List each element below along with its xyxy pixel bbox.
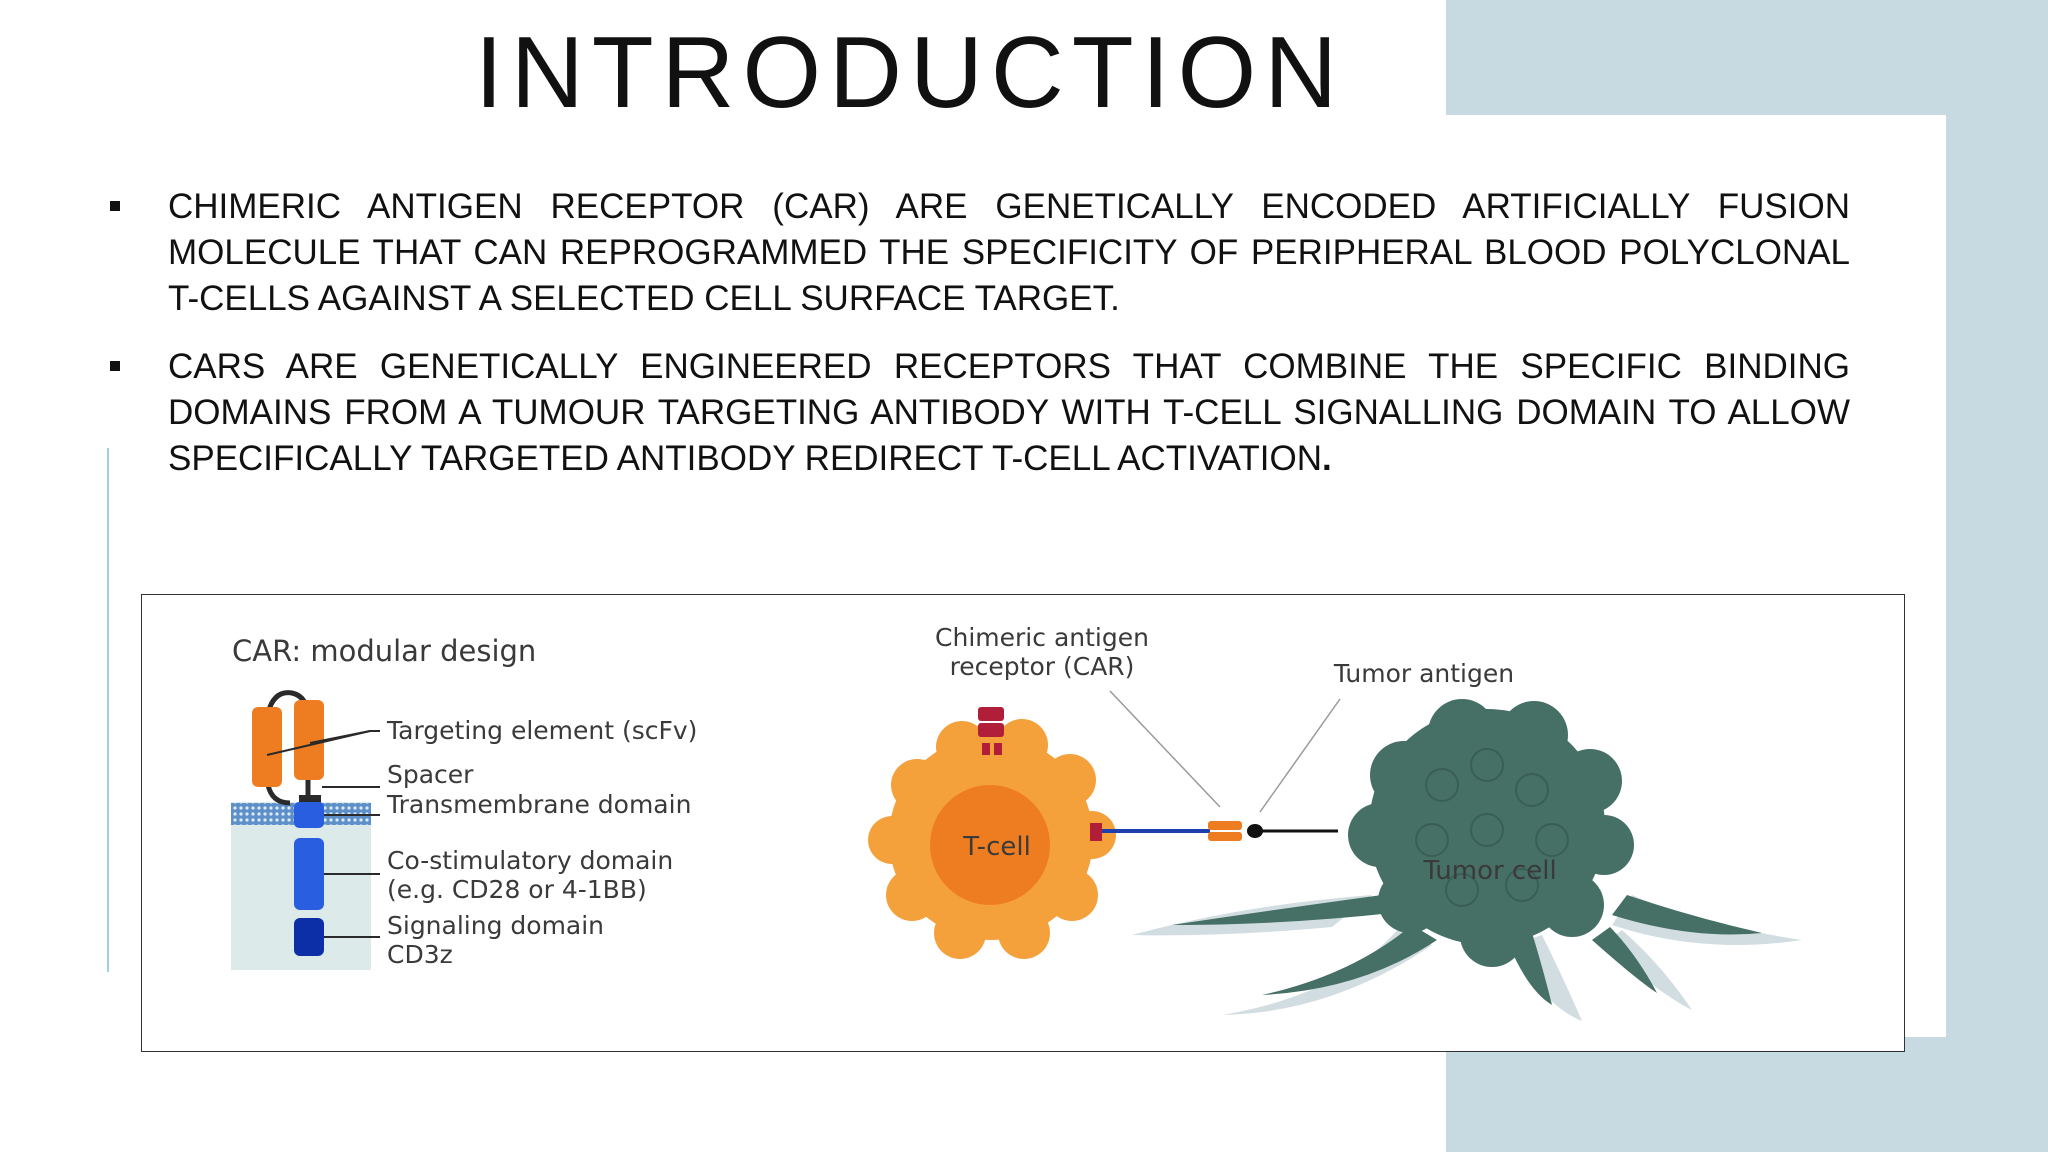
costimulatory-label: Co-stimulatory domain [387,846,673,875]
tumor-cell-label: Tumor cell [1422,856,1556,886]
car-receptor-top [978,707,1004,755]
scfv-light-chain [252,707,282,787]
car-label-line1: Chimeric antigen [935,623,1149,652]
transmembrane-label: Transmembrane domain [386,790,691,819]
signaling-block [294,918,324,956]
bullet-text-2: CARS ARE GENETICALLY ENGINEERED RECEPTOR… [168,344,1850,482]
spacer-label: Spacer [387,760,474,789]
tumor-cell-body [1348,699,1634,967]
tumor-texture [1415,748,1569,907]
tumor-processes [1172,895,1762,1005]
accent-line [107,448,109,972]
transmembrane-block [294,802,324,828]
tumor-antigen-label: Tumor antigen [1333,659,1514,688]
bullet-text-2-end: . [1322,439,1332,478]
car-binding-complex [1090,821,1338,841]
cd3z-label: CD3z [387,940,453,969]
car-diagram-figure: CAR: modular design Targeting element (s… [141,594,1905,1052]
t-cell-nucleus [930,785,1050,905]
scfv-heavy-chain [294,700,324,780]
targeting-element-label: Targeting element (scFv) [386,716,697,745]
car-diagram-svg: CAR: modular design Targeting element (s… [231,623,1802,1021]
t-cell-label: T-cell [962,832,1031,862]
costimulatory-example-label: (e.g. CD28 or 4-1BB) [387,875,647,904]
slide-title: INTRODUCTION [474,17,1346,129]
bullet-text-2-body: CARS ARE GENETICALLY ENGINEERED RECEPTOR… [168,347,1850,478]
bullet-text-1: CHIMERIC ANTIGEN RECEPTOR (CAR) ARE GENE… [168,187,1850,318]
spacer-hinge [265,784,291,806]
bullet-square-icon [110,201,120,211]
modular-design-title: CAR: modular design [232,634,536,668]
costimulatory-block [294,838,324,910]
bullet-item-1: CHIMERIC ANTIGEN RECEPTOR (CAR) ARE GENE… [110,184,1850,322]
modular-leader-lines [266,730,380,938]
callout-lines [1109,690,1341,813]
bullet-square-icon [110,361,120,371]
car-label-line2: receptor (CAR) [950,652,1135,681]
signaling-label: Signaling domain [387,911,604,940]
bullet-item-2: CARS ARE GENETICALLY ENGINEERED RECEPTOR… [110,344,1850,482]
